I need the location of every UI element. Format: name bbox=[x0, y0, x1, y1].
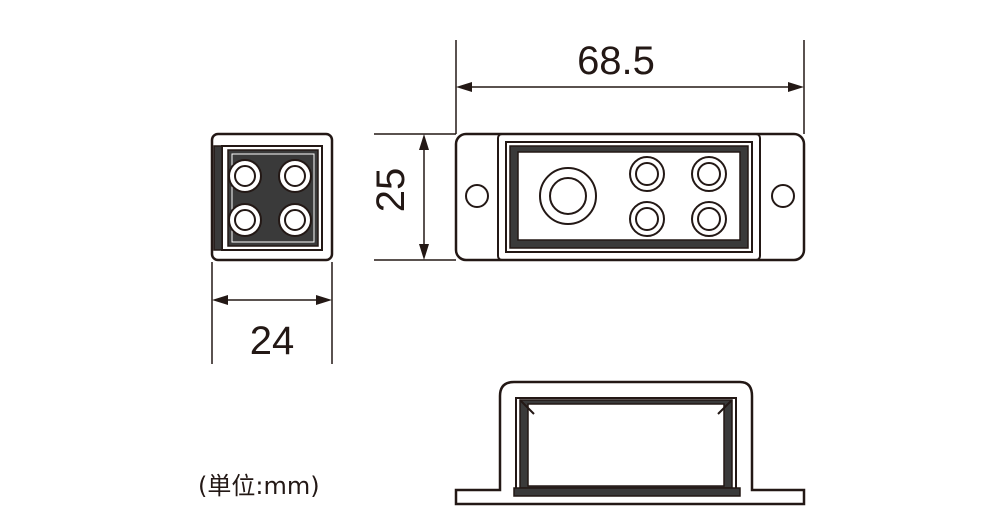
mount-hole-right bbox=[771, 184, 795, 208]
front-view bbox=[454, 132, 806, 262]
dimension-depth: 24 bbox=[211, 262, 333, 364]
dimension-depth-label: 24 bbox=[250, 319, 295, 363]
dimension-length-label: 68.5 bbox=[577, 39, 655, 83]
dimension-height-label: 25 bbox=[369, 168, 413, 213]
mount-hole-left bbox=[465, 184, 489, 208]
profile-view bbox=[454, 380, 806, 506]
unit-label: (単位:mm) bbox=[198, 472, 320, 500]
front-view-small-holes bbox=[629, 156, 727, 237]
dimension-height: 25 bbox=[369, 133, 456, 261]
front-view-main-hole bbox=[539, 167, 597, 225]
dimension-length: 68.5 bbox=[455, 39, 805, 134]
side-view-holes bbox=[228, 159, 312, 237]
side-view bbox=[210, 132, 334, 262]
